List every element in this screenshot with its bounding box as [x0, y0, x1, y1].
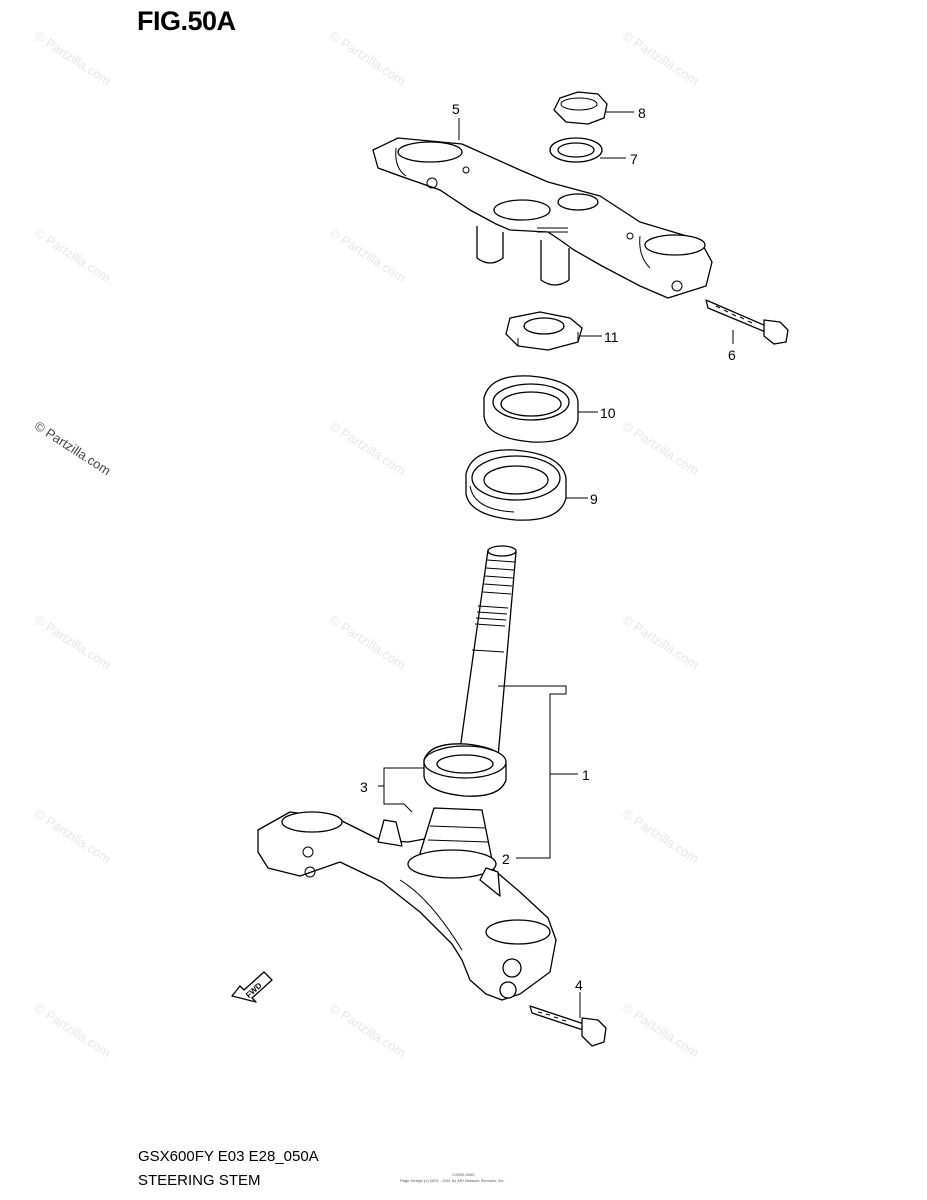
callout-4: 4 — [575, 977, 583, 993]
upper-bracket — [372, 137, 713, 299]
callout-8: 8 — [638, 105, 646, 121]
section-name: STEERING STEM — [138, 1172, 261, 1189]
bracket-bolt-upper — [705, 299, 789, 345]
fine-print-copyright: Page Design (c) 2001 - 2011 by ARI Netwo… — [400, 1178, 505, 1183]
callout-11: 11 — [604, 329, 619, 345]
leader-lines — [378, 111, 734, 1018]
lower-bearing-seal — [423, 743, 507, 797]
callout-10: 10 — [600, 405, 616, 421]
forward-arrow-icon: FWD — [231, 971, 273, 1003]
callout-5: 5 — [452, 101, 460, 117]
callout-9: 9 — [590, 491, 598, 507]
steering-stem-nut — [505, 311, 583, 351]
callout-7: 7 — [630, 151, 638, 167]
model-code: GSX600FY E03 E28_050A — [138, 1148, 319, 1165]
steering-stem-lower-bracket — [257, 545, 557, 1001]
upper-bearing — [465, 449, 567, 521]
callout-1: 1 — [582, 767, 590, 783]
fine-print-code: J-0000-0000 — [452, 1172, 475, 1177]
stem-cap-nut — [553, 91, 608, 125]
callout-2: 2 — [502, 851, 510, 867]
bracket-bolt-lower — [529, 1005, 607, 1047]
stem-washer — [549, 137, 603, 163]
callout-6: 6 — [728, 347, 736, 363]
figure-title: FIG.50A — [137, 6, 236, 36]
callout-3: 3 — [360, 779, 368, 795]
dust-seal — [483, 375, 579, 443]
